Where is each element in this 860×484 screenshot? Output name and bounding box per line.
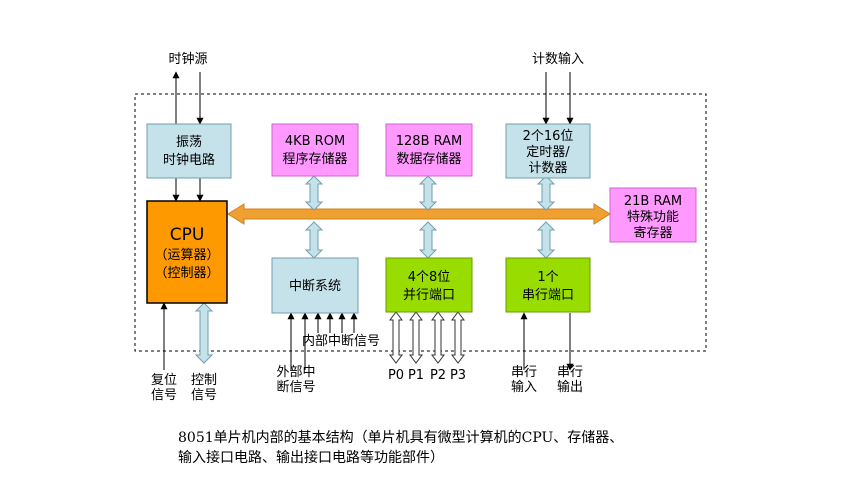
port-arrows <box>389 311 465 364</box>
caption-line-1: 8051单片机内部的基本结构（单片机具有微型计算机的CPU、存储器、 <box>178 430 624 446</box>
rom-block: 4KB ROM 程序存储器 <box>271 123 359 177</box>
parallel-line-2: 并行端口 <box>403 288 455 303</box>
cpu-block: CPU （运算器） （控制器） <box>146 200 228 304</box>
cpu-line-3: （控制器） <box>154 266 219 281</box>
oscillator-line-2: 时钟电路 <box>163 152 215 168</box>
bus-connectors <box>194 175 556 364</box>
interrupt-line-1: 中断系统 <box>289 279 341 294</box>
oscillator-line-1: 振荡 <box>176 135 202 150</box>
connector-bus-interrupt <box>304 221 324 259</box>
sfr-line-3: 寄存器 <box>633 225 672 241</box>
port-label-p0: P0 <box>388 368 404 383</box>
port-label-p1: P1 <box>408 368 424 383</box>
sfr-line-1: 21B RAM <box>624 194 682 209</box>
figure-caption: 8051单片机内部的基本结构（单片机具有微型计算机的CPU、存储器、 输入接口电… <box>178 428 778 468</box>
connector-rom-bus <box>304 175 324 211</box>
connector-bus-parallel <box>418 221 438 259</box>
ext-interrupt-label-1: 外部中 <box>276 365 315 380</box>
serial-out-label-2: 输出 <box>557 379 583 395</box>
timer-line-3: 计数器 <box>528 161 567 176</box>
int-interrupt-label: 内部中断信号 <box>302 333 380 349</box>
connector-bus-serial <box>536 221 556 259</box>
interrupt-block: 中断系统 <box>271 257 359 314</box>
port-label-p3: P3 <box>450 368 466 383</box>
timer-line-2: 定时器/ <box>526 145 570 160</box>
control-label-2: 信号 <box>191 388 217 403</box>
ext-interrupt-label-2: 断信号 <box>276 380 315 395</box>
sfr-line-2: 特殊功能 <box>627 210 679 225</box>
port-arrow-p0 <box>389 311 403 364</box>
reset-label-1: 复位 <box>151 373 177 388</box>
port-arrow-p2 <box>431 311 445 364</box>
rom-line-2: 程序存储器 <box>282 152 347 167</box>
rom-line-1: 4KB ROM <box>285 134 345 149</box>
connector-timer-bus <box>536 175 556 211</box>
count-input-label: 计数输入 <box>532 51 584 67</box>
timer-line-1: 2个16位 <box>523 129 574 144</box>
serial-port-block: 1个 串行端口 <box>505 257 591 313</box>
timer-block: 2个16位 定时器/ 计数器 <box>505 123 591 179</box>
ram-line-1: 128B RAM <box>396 134 462 149</box>
port-label-p2: P2 <box>430 368 446 383</box>
serial-line-1: 1个 <box>537 270 558 285</box>
serial-in-label-1: 串行 <box>511 365 537 380</box>
ram-line-2: 数据存储器 <box>396 152 461 167</box>
sfr-block: 21B RAM 特殊功能 寄存器 <box>609 187 697 243</box>
serial-in-label-2: 输入 <box>511 379 537 395</box>
reset-label-2: 信号 <box>151 388 177 403</box>
parallel-line-1: 4个8位 <box>408 270 451 285</box>
caption-line-2: 输入接口电路、输出接口电路等功能部件） <box>178 450 444 466</box>
serial-line-2: 串行端口 <box>522 288 574 303</box>
oscillator-block: 振荡 时钟电路 <box>146 123 232 179</box>
connector-control-signal <box>194 302 214 364</box>
signal-lines <box>160 71 574 371</box>
ram-block: 128B RAM 数据存储器 <box>385 123 473 177</box>
parallel-port-block: 4个8位 并行端口 <box>385 257 473 313</box>
serial-out-label-1: 串行 <box>557 365 583 380</box>
internal-bus <box>227 203 611 225</box>
clock-source-label: 时钟源 <box>168 51 207 67</box>
port-arrow-p3 <box>451 311 465 364</box>
cpu-title: CPU <box>170 225 205 245</box>
connector-ram-bus <box>418 175 438 211</box>
cpu-line-2: （运算器） <box>154 248 219 263</box>
port-arrow-p1 <box>409 311 423 364</box>
control-label-1: 控制 <box>191 373 217 388</box>
